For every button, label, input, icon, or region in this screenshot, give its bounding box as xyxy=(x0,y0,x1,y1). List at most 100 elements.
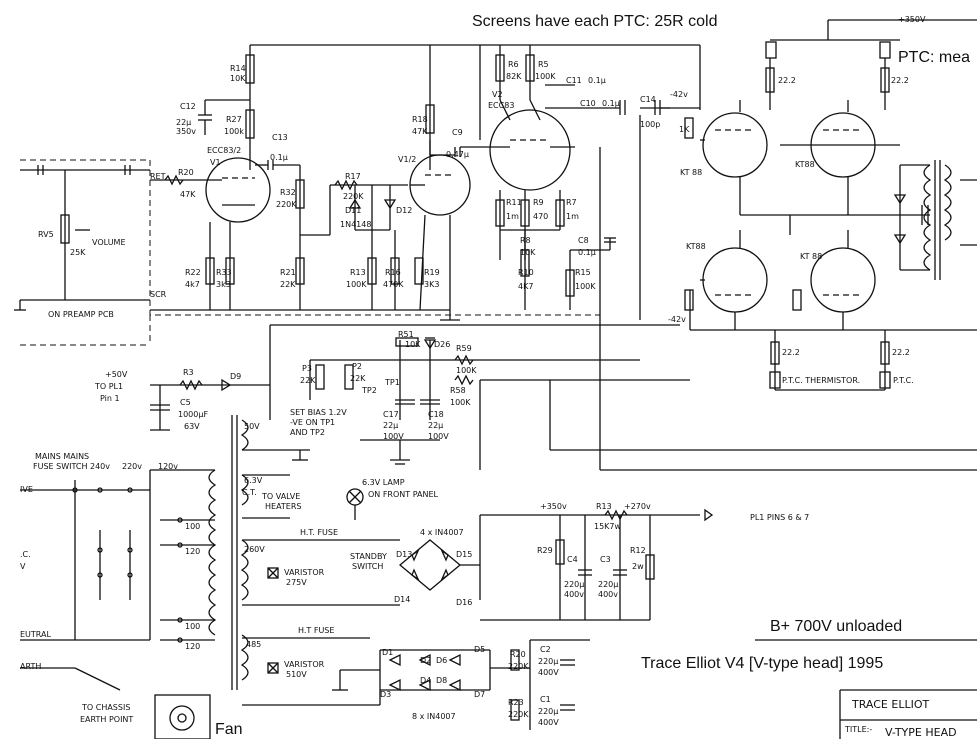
label-c18-voltage: 100V xyxy=(428,432,449,441)
label-neg42b: -42v xyxy=(668,315,686,324)
label-d26: D26 xyxy=(434,340,451,349)
label-plus350b: +350v xyxy=(540,502,567,511)
label-485: 485 xyxy=(246,640,262,649)
label-earth: ARTH xyxy=(20,662,42,671)
label-r33-value: 3k3 xyxy=(216,280,231,289)
label-c3: C3 xyxy=(600,555,611,564)
v1-tube xyxy=(205,157,271,223)
label-p3-value: 22K xyxy=(300,376,316,385)
label-r9-value: 470 xyxy=(533,212,549,221)
label-neutral: EUTRAL xyxy=(20,630,51,639)
label-fuse-switch: FUSE SWITCH xyxy=(33,462,88,471)
label-p3: P3 xyxy=(302,364,312,373)
label-to-chassis: TO CHASSIS xyxy=(82,703,131,712)
label-mains-fuse: MAINS MAINS xyxy=(35,452,90,461)
annotation-fan: Fan xyxy=(215,721,243,738)
label-r10: R10 xyxy=(518,268,534,277)
label-k1: 1K xyxy=(679,125,690,134)
label-volume: VOLUME xyxy=(92,238,126,247)
label-r20b: R20 xyxy=(510,650,526,659)
label-c2-voltage: 400V xyxy=(538,668,559,677)
label-r19: R19 xyxy=(424,268,440,277)
label-r17: R17 xyxy=(345,172,361,181)
label-heaters: HEATERS xyxy=(265,502,302,511)
label-r59-value: 100K xyxy=(456,366,477,375)
label-live: IVE xyxy=(20,485,33,494)
label-r6: R6 xyxy=(508,60,519,69)
label-c5-value: 1000μF xyxy=(178,410,209,419)
label-v: V xyxy=(20,562,26,571)
label-kt88-4: KT 88 xyxy=(800,252,823,261)
label-r12-value: 2w xyxy=(632,562,644,571)
label-r21: R21 xyxy=(280,268,296,277)
label-v1: ECC83/2 xyxy=(207,146,242,155)
label-6v: 6.3V xyxy=(244,476,263,485)
label-to-pl1: TO PL1 xyxy=(95,382,124,391)
label-d12: D12 xyxy=(396,206,413,215)
label-r15-value: 100K xyxy=(575,282,596,291)
label-r22a: 22.2 xyxy=(778,76,796,85)
label-c9: C9 xyxy=(452,128,463,137)
label-r7: R7 xyxy=(566,198,577,207)
label-r10-value: 4K7 xyxy=(518,282,534,291)
label-r58: R58 xyxy=(450,386,466,395)
label-r32-value: 220K xyxy=(276,200,297,209)
label-r18-value: 47K xyxy=(412,127,428,136)
label-d6: D6 xyxy=(436,656,448,665)
label-diodes2: 8 x IN4007 xyxy=(412,712,456,721)
label-p2-value: 22K xyxy=(350,374,366,383)
label-plus350: +350V xyxy=(898,15,926,24)
label-r16-value: 470K xyxy=(383,280,404,289)
label-r13b-value: 15K7w xyxy=(594,522,622,531)
label-pl1-pins: PL1 PINS 6 & 7 xyxy=(750,513,810,522)
label-c13-value: 0.1μ xyxy=(270,153,288,162)
label-d11: D11 xyxy=(345,206,362,215)
label-c2-value: 220μ xyxy=(538,657,559,666)
label-c1: C1 xyxy=(540,695,551,704)
label-r23-value: 220K xyxy=(508,710,529,719)
label-c8: C8 xyxy=(578,236,589,245)
label-pin1: Pin 1 xyxy=(100,394,120,403)
label-c3-voltage: 400v xyxy=(598,590,619,599)
label-c4: C4 xyxy=(567,555,578,564)
label-earth-point: EARTH POINT xyxy=(80,715,134,724)
label-switch: SWITCH xyxy=(352,562,384,571)
label-c11-value: 0.1μ xyxy=(588,76,606,85)
label-ct: C.T. xyxy=(242,488,257,497)
title-block-label: TITLE:- xyxy=(845,725,873,734)
label-r58-value: 100K xyxy=(450,398,471,407)
label-r59: R59 xyxy=(456,344,472,353)
label-c10-value: 0.1μ xyxy=(602,99,620,108)
label-r13-value: 100K xyxy=(346,280,367,289)
label-r8: R8 xyxy=(520,236,531,245)
label-set-bias: SET BIAS 1.2V xyxy=(290,408,347,417)
label-scr: SCR xyxy=(150,290,167,299)
label-r6-value: 82K xyxy=(506,72,522,81)
label-r33: R33 xyxy=(216,268,232,277)
label-neg-ve: -VE ON TP1 xyxy=(290,418,336,427)
label-v1-b: V1 xyxy=(210,158,221,167)
label-c4-value: 220μ xyxy=(564,580,585,589)
label-r14: R14 xyxy=(230,64,246,73)
label-r20-value: 47K xyxy=(180,190,196,199)
label-c13: C13 xyxy=(272,133,288,142)
label-r11-value: 1m xyxy=(506,212,519,221)
title-block-company: TRACE ELLIOT xyxy=(852,698,930,711)
label-d2: D2 xyxy=(420,656,432,665)
label-varistor1-value: 275V xyxy=(286,578,307,587)
label-ac: .C. xyxy=(20,550,31,559)
label-d13: D13 xyxy=(396,550,413,559)
label-r18: R18 xyxy=(412,115,428,124)
label-p2: P2 xyxy=(352,362,362,371)
label-kt88-1: KT 88 xyxy=(680,168,703,177)
label-d4: D4 xyxy=(420,676,432,685)
label-r12: R12 xyxy=(630,546,646,555)
label-tap-120b: 120 xyxy=(185,642,201,651)
label-r8-value: 10K xyxy=(520,248,536,257)
title-block-value: V-TYPE HEAD xyxy=(885,726,957,739)
label-c17-voltage: 100V xyxy=(383,432,404,441)
label-d3: D3 xyxy=(380,690,392,699)
fan-box xyxy=(154,694,211,739)
label-c14: C14 xyxy=(640,95,656,104)
